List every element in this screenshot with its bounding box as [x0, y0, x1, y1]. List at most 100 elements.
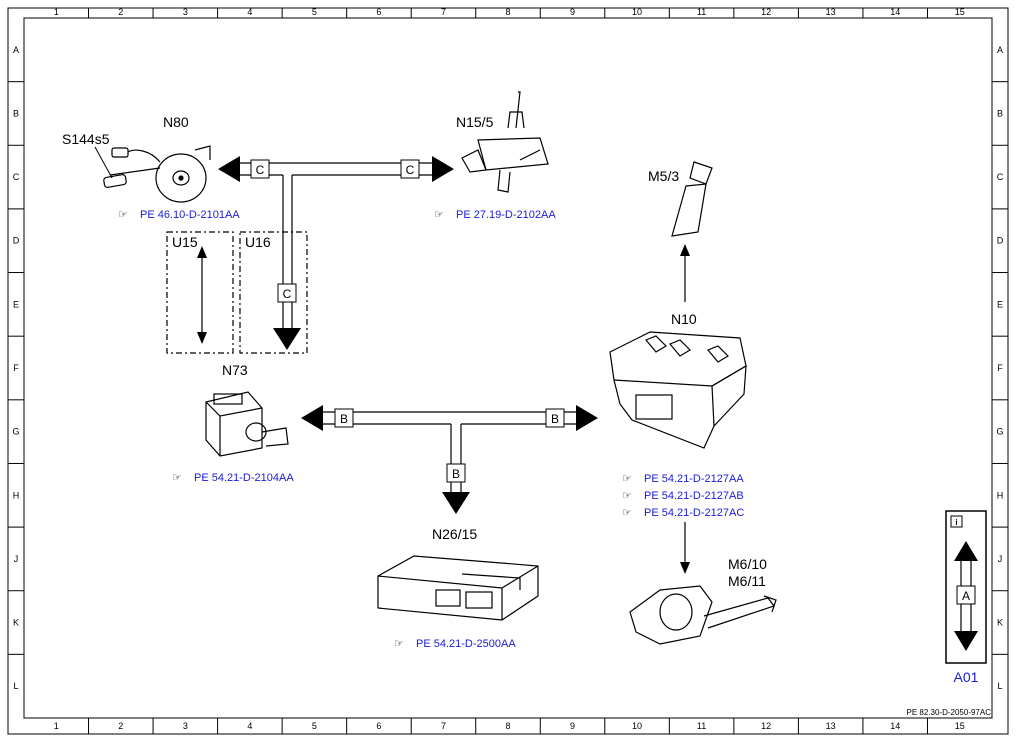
- n10-reference-text[interactable]: PE 54.21-D-2127AA: [644, 473, 744, 485]
- n26-15-reference-link[interactable]: ☞ PE 54.21-D-2500AA: [394, 638, 516, 650]
- n10-component-icon: [609, 331, 747, 449]
- n80-label: N80: [163, 114, 189, 130]
- column-marker: 11: [697, 7, 706, 17]
- n15-5-reference-text[interactable]: PE 27.19-D-2102AA: [456, 209, 556, 221]
- arrow-right-icon: [576, 405, 598, 431]
- connector-b-label: B: [452, 467, 460, 481]
- row-marker: J: [998, 554, 1003, 564]
- column-marker: 5: [312, 7, 317, 17]
- n73-reference-link[interactable]: ☞ PE 54.21-D-2104AA: [172, 472, 294, 484]
- u15-label: U15: [172, 234, 198, 250]
- row-marker: E: [997, 299, 1003, 309]
- inner-frame: [23, 17, 993, 719]
- n26-15-label: N26/15: [432, 526, 477, 542]
- n10-reference-link-1[interactable]: ☞ PE 54.21-D-2127AA: [622, 473, 744, 485]
- column-marker: 6: [376, 721, 381, 731]
- row-marker: B: [13, 108, 19, 118]
- row-marker: G: [996, 427, 1003, 437]
- n15-5-component-icon: [461, 91, 549, 193]
- n15-5-reference-link[interactable]: ☞ PE 27.19-D-2102AA: [434, 209, 556, 221]
- column-marker: 13: [826, 721, 836, 731]
- connector-b-label: B: [551, 412, 559, 426]
- column-marker: 12: [761, 7, 771, 17]
- legend-code[interactable]: A01: [954, 669, 979, 685]
- connector-b-box: B: [545, 408, 565, 428]
- column-marker: 9: [570, 721, 575, 731]
- connector-c-box: C: [250, 159, 270, 179]
- row-marker: A: [997, 45, 1003, 55]
- arrow-down-icon: [442, 492, 470, 514]
- n80-reference-link[interactable]: ☞ PE 46.10-D-2101AA: [118, 209, 240, 221]
- row-marker: E: [13, 299, 19, 309]
- row-marker: F: [13, 363, 19, 373]
- connector-c-box: C: [400, 159, 420, 179]
- n26-15-component-icon: [377, 555, 539, 621]
- m5-3-component-icon: [671, 161, 713, 237]
- arrow-down-icon: [954, 631, 978, 651]
- row-marker: D: [13, 236, 20, 246]
- legend-a-label: A: [962, 589, 970, 603]
- arrow-down-icon: [273, 328, 301, 350]
- u15-box: [166, 231, 234, 354]
- legend-box[interactable]: i A: [945, 510, 987, 664]
- info-icon-label: i: [955, 518, 957, 527]
- column-marker: 15: [955, 7, 965, 17]
- column-marker: 4: [247, 7, 252, 17]
- n80-reference-text[interactable]: PE 46.10-D-2101AA: [140, 209, 240, 221]
- row-marker: H: [997, 490, 1004, 500]
- column-marker: 10: [632, 721, 642, 731]
- column-marker: 12: [761, 721, 771, 731]
- arrow-up-icon: [680, 244, 690, 256]
- column-marker: 13: [826, 7, 836, 17]
- column-marker: 2: [118, 721, 123, 731]
- column-marker: 8: [505, 721, 510, 731]
- s144s5-leader: [94, 146, 113, 179]
- n80-component-icon: [103, 145, 211, 203]
- row-marker: B: [997, 108, 1003, 118]
- m6-11-label: M6/11: [728, 573, 766, 589]
- hand-pointer-icon: ☞: [622, 507, 632, 519]
- connector-c-label: C: [256, 163, 265, 177]
- drawing-id: PE 82.30-D-2050-97AC: [907, 708, 992, 717]
- column-marker: 3: [183, 721, 188, 731]
- row-marker: G: [12, 427, 19, 437]
- row-marker: L: [997, 681, 1002, 691]
- info-icon[interactable]: [950, 515, 963, 528]
- n10-reference-link-2[interactable]: ☞ PE 54.21-D-2127AB: [622, 490, 744, 502]
- hand-pointer-icon: ☞: [118, 209, 128, 221]
- double-arrow-icon: [197, 246, 207, 344]
- arrow-left-icon: [218, 156, 240, 182]
- n10-label: N10: [671, 311, 697, 327]
- n10-reference-text[interactable]: PE 54.21-D-2127AB: [644, 490, 744, 502]
- hand-pointer-icon: ☞: [394, 638, 404, 650]
- n10-reference-link-3[interactable]: ☞ PE 54.21-D-2127AC: [622, 507, 744, 519]
- s144s5-label: S144s5: [62, 131, 110, 147]
- column-marker: 11: [697, 721, 706, 731]
- row-marker: K: [997, 618, 1003, 628]
- column-marker: 14: [890, 7, 900, 17]
- row-marker: D: [997, 236, 1004, 246]
- u16-box: [239, 231, 308, 354]
- column-marker: 1: [54, 721, 59, 731]
- connector-c-box: C: [277, 283, 297, 303]
- column-marker: 7: [441, 721, 446, 731]
- row-marker: L: [13, 681, 18, 691]
- row-marker: J: [14, 554, 19, 564]
- n10-reference-text[interactable]: PE 54.21-D-2127AC: [644, 507, 744, 519]
- column-marker: 3: [183, 7, 188, 17]
- column-marker: 10: [632, 7, 642, 17]
- connector-b-box: B: [334, 408, 354, 428]
- n73-label: N73: [222, 362, 248, 378]
- column-marker: 15: [955, 721, 965, 731]
- m5-3-label: M5/3: [648, 168, 679, 184]
- n26-15-reference-text[interactable]: PE 54.21-D-2500AA: [416, 638, 516, 650]
- column-markers: 1122334455667788991010111112121313141415…: [54, 7, 965, 734]
- column-marker: 7: [441, 7, 446, 17]
- hand-pointer-icon: ☞: [622, 473, 632, 485]
- connector-c-label: C: [406, 163, 415, 177]
- row-marker: C: [13, 172, 20, 182]
- column-marker: 4: [247, 721, 252, 731]
- n73-reference-text[interactable]: PE 54.21-D-2104AA: [194, 472, 294, 484]
- row-marker: C: [997, 172, 1004, 182]
